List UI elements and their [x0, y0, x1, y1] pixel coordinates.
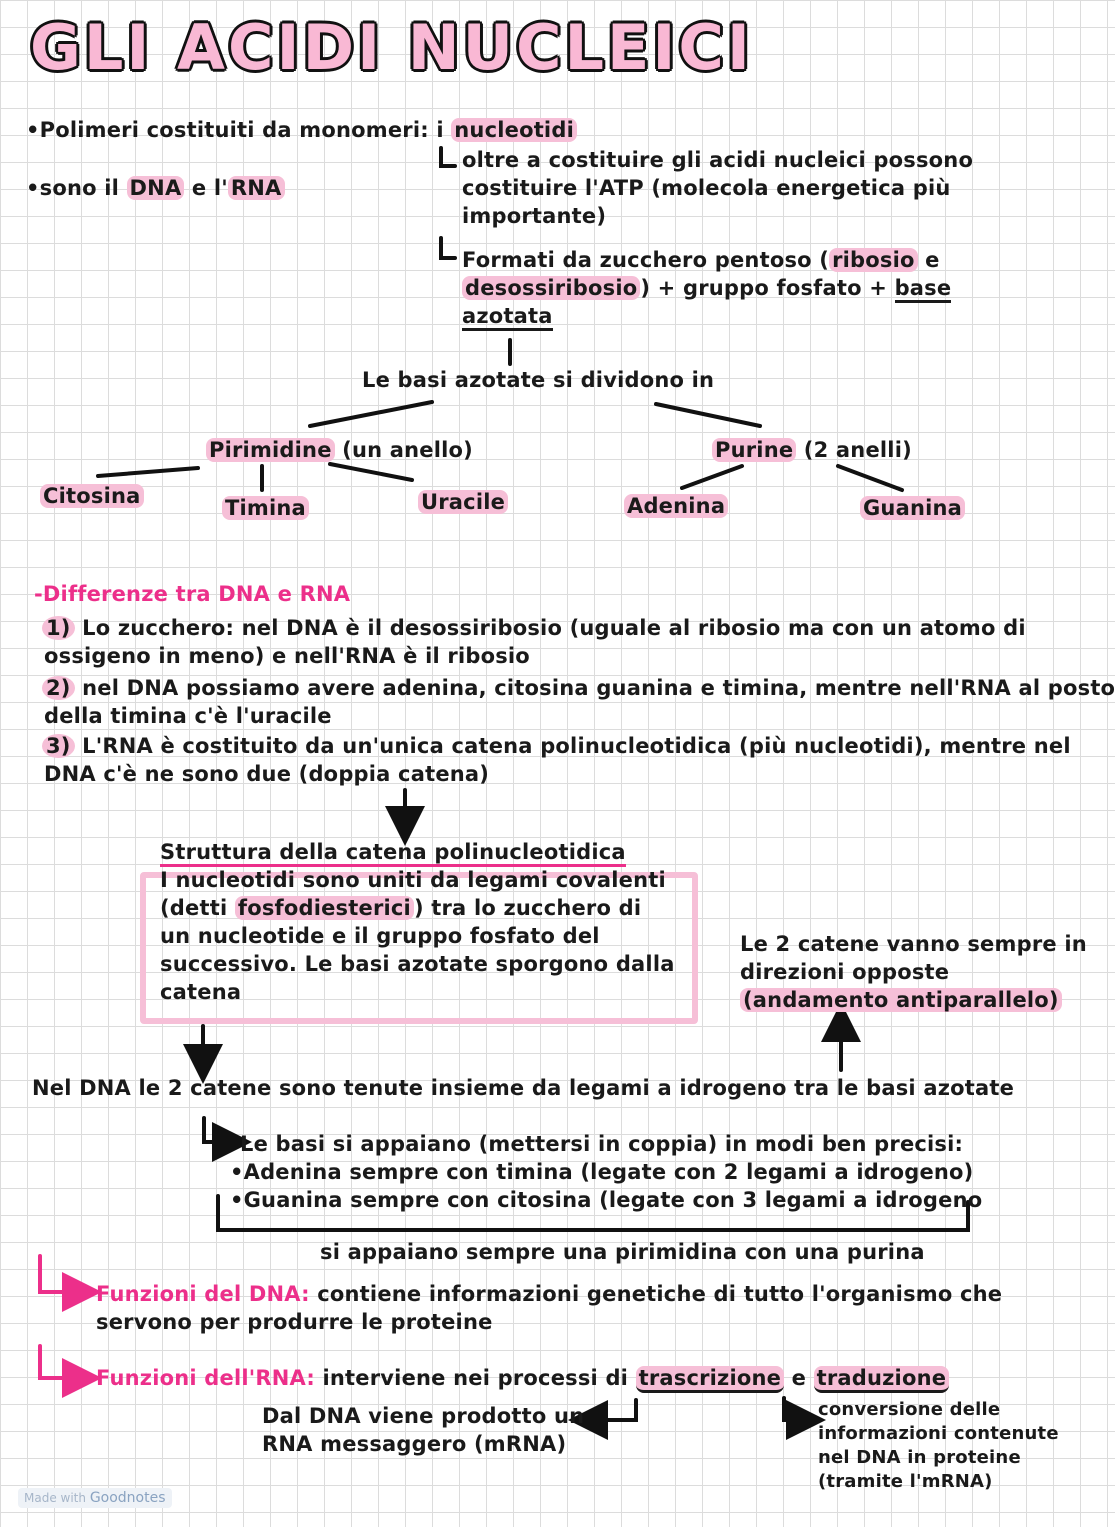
connector-lines [38, 146, 970, 1440]
conversione-line-2: informazioni contenute [818, 1423, 1059, 1444]
differenza-2-line-2: della timina c'è l'uracile [44, 704, 332, 728]
legami-idrogeno: Nel DNA le 2 catene sono tenute insieme … [32, 1076, 1015, 1100]
atp-note-2: costituire l'ATP (molecola energetica pi… [462, 176, 951, 200]
struttura-title: Struttura della catena polinucleotidica [160, 838, 626, 867]
formati-line-3: azotata [462, 302, 553, 331]
antiparallelo-line-2: direzioni opposte [740, 960, 950, 984]
formati-line-2: desossiribosio) + gruppo fosfato + base [462, 274, 952, 303]
struttura-line-3: un nucleotide e il gruppo fosfato del [160, 924, 600, 948]
atp-note-1: oltre a costituire gli acidi nucleici po… [462, 148, 974, 172]
base-guanina: Guanina [860, 494, 966, 522]
intro-dna-rna: •sono il DNA e l'RNA [26, 174, 285, 202]
branch-formati [439, 236, 457, 260]
appaiamento-line-1: Le basi si appaiano (mettersi in coppia)… [240, 1132, 964, 1156]
appaiamento-line-2: •Adenina sempre con timina (legate con 2… [230, 1160, 974, 1184]
base-timina: Timina [222, 494, 309, 522]
basi-header: Le basi azotate si dividono in [362, 368, 715, 392]
conversione-line-4: (tramite l'mRNA) [818, 1471, 993, 1492]
differenza-1-line-1: 1) Lo zucchero: nel DNA è il desossiribo… [42, 614, 1026, 642]
base-uracile: Uracile [418, 488, 509, 516]
funzioni-rna-line: Funzioni dell'RNA: interviene nei proces… [96, 1364, 950, 1393]
struttura-line-5: catena [160, 980, 242, 1004]
conversione-line-3: nel DNA in proteine [818, 1447, 1021, 1468]
antiparallelo-line-1: Le 2 catene vanno sempre in [740, 932, 1087, 956]
differenza-2-line-1: 2) nel DNA possiamo avere adenina, citos… [42, 674, 1115, 702]
differenza-3-line-2: DNA c'è ne sono due (doppia catena) [44, 762, 490, 786]
differenza-3-line-1: 3) L'RNA è costituito da un'unica catena… [42, 732, 1071, 760]
antiparallelo-line-3: (andamento antiparallelo) [740, 986, 1062, 1014]
atp-note-3: importante) [462, 204, 607, 228]
struttura-box [140, 872, 698, 1024]
mrna-line-1: Dal DNA viene prodotto un [262, 1404, 585, 1428]
differenze-title: -Differenze tra DNA e RNA [34, 582, 351, 606]
funzioni-dna-line-1: Funzioni del DNA: contiene informazioni … [96, 1282, 1003, 1306]
highlight-nucleotidi: nucleotidi [451, 118, 577, 142]
differenza-1-line-2: ossigeno in meno) e nell'RNA è il ribosi… [44, 644, 530, 668]
pirimidine-node: Pirimidine (un anello) [206, 436, 473, 464]
intro-polimeri: •Polimeri costituiti da monomeri: i nucl… [26, 116, 577, 144]
base-citosina: Citosina [40, 482, 144, 510]
struttura-line-1: I nucleotidi sono uniti da legami covale… [160, 868, 666, 892]
appaiamento-line-3: •Guanina sempre con citosina (legate con… [230, 1188, 983, 1212]
base-adenina: Adenina [624, 492, 729, 520]
branch-atp [439, 146, 457, 168]
page-title: GLI ACIDI NUCLEICI [30, 11, 753, 84]
pirimidina-purina: si appaiano sempre una pirimidina con un… [320, 1240, 925, 1264]
struttura-line-4: successivo. Le basi azotate sporgono dal… [160, 952, 675, 976]
formati-line-1: Formati da zucchero pentoso (ribosio e [462, 248, 940, 272]
funzioni-dna-line-2: servono per produrre le proteine [96, 1310, 493, 1334]
mrna-line-2: RNA messaggero (mRNA) [262, 1432, 567, 1456]
goodnotes-watermark: Made with Goodnotes [18, 1488, 172, 1508]
struttura-line-2: (detti fosfodiesterici) tra lo zucchero … [160, 896, 642, 920]
conversione-line-1: conversione delle [818, 1399, 1001, 1420]
purine-node: Purine (2 anelli) [712, 436, 912, 464]
